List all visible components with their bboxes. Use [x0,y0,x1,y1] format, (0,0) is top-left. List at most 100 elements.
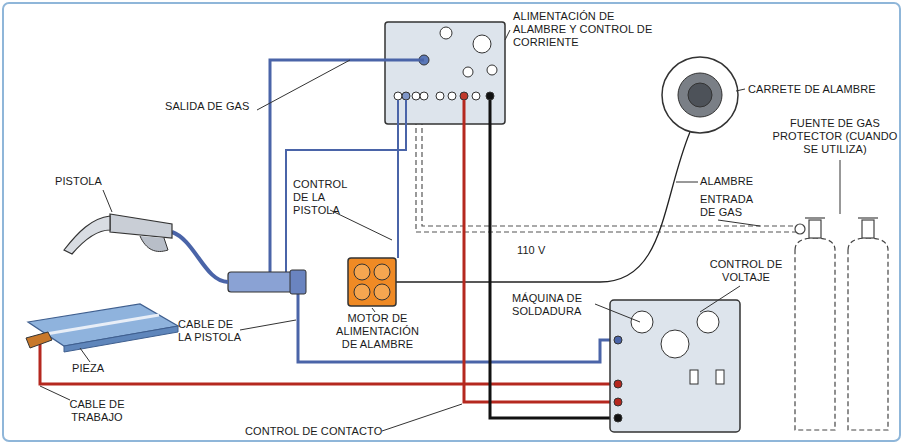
gun-hoses [270,60,614,362]
leader-lines [40,386,70,400]
wire-feeder-unit [486,92,494,100]
gun-hoses [286,100,406,272]
wire-feeder-unit [460,92,468,100]
wire-feeder-unit [394,92,402,100]
cylinder-valves [862,220,874,238]
welding-machine [614,414,622,422]
workpiece [26,332,52,348]
part-label: CARRETE DE ALAMBRE [748,83,888,96]
leader-lines [372,308,375,312]
wire-feeder-unit [385,22,505,124]
welding-machine [610,300,740,432]
workpiece [26,304,178,352]
power-cables [40,344,614,384]
welding-machine [697,311,719,333]
workpiece [46,315,159,334]
wire-feeder-unit [420,92,428,100]
welding-machine [610,300,740,432]
gun-connector [228,270,306,294]
welding-gun [172,232,228,282]
wire-feeder-unit [440,27,452,39]
part-label: ALAMBRE [700,175,760,188]
leader-lines [40,30,840,431]
wire-spool [662,57,738,133]
welding-gun [64,216,110,254]
part-label: 110 V [517,244,567,257]
leader-lines [840,160,841,214]
gun-hoses [397,100,399,258]
leader-lines [595,304,640,322]
gun-hoses [298,292,614,362]
power-cables [464,100,614,402]
part-label: SALIDA DE GAS [165,100,257,113]
part-label: PIEZA [72,362,122,375]
cylinder-valves [858,217,878,218]
workpiece [64,326,178,352]
welding-machine [631,311,653,333]
leader-lines [103,190,112,212]
wire-feed-motor [354,264,370,280]
wire-feeder-unit [448,92,456,100]
gun-hoses [270,60,424,272]
welding-gun [140,236,168,251]
welding-machine [716,370,724,384]
leader-lines [240,320,296,330]
part-label: CONTROL DE LA PISTOLA [293,178,359,217]
welding-gun [110,214,172,238]
gas-cylinders [795,238,888,430]
part-label: MÁQUINA DE SOLDADURA [512,292,596,318]
welding-machine [614,336,622,344]
gas-cylinders [848,238,888,430]
cylinder-valves [805,217,825,218]
cylinder-valves [795,218,878,238]
leader-lines [382,404,462,431]
welding-machine [690,370,698,384]
gas-cylinders [795,238,835,430]
wire-feed-motor [374,284,390,300]
welding-machine [614,380,622,388]
part-label: MOTOR DE ALIMENTACIÓN DE ALAMBRE [330,312,425,351]
wire-spool [662,57,738,133]
part-label: ENTRADA DE GAS [700,193,760,219]
wire-feed-motor [348,258,396,306]
welding-machine [614,398,622,406]
leader-lines [700,286,740,312]
cylinder-valves [809,220,821,238]
wire-feed-motor [354,284,370,300]
leader-lines [736,89,745,91]
wire-feeder-unit [472,92,480,100]
leader-lines [80,348,90,362]
leader-lines [676,182,698,183]
welding-machine [661,330,689,358]
part-label: ALIMENTACIÓN DE ALAMBRE Y CONTROL DE COR… [513,10,663,49]
wire-feeder-unit [436,92,444,100]
leader-lines [505,30,510,40]
leader-lines [718,220,760,226]
wire-feeder-unit [463,67,473,77]
part-label: CONTROL DE VOLTAJE [703,258,789,284]
power-cables [40,100,614,402]
wire-feeder-unit [385,22,505,124]
wire-feeder-unit [473,35,491,53]
part-label: CABLE DE LA PISTOLA [178,318,244,344]
wire-feeder-unit [412,92,420,100]
welding-gun [64,214,228,282]
leader-lines [257,60,350,110]
gun-connector [290,270,306,294]
part-label: CONTROL DE CONTACTO [245,425,405,438]
wire-spool [688,83,712,107]
part-label: CABLE DE TRABAJO [62,398,132,424]
wire-feeder-unit [402,92,410,100]
wire-feeder-unit [487,65,497,75]
part-label: PISTOLA [55,175,125,188]
cylinder-valves [795,224,805,234]
frame [3,3,900,441]
wire [395,132,690,282]
part-label: FUENTE DE GAS PROTECTOR (CUANDO SE UTILI… [772,117,898,156]
wire-feed-motor [348,258,396,306]
wire-feed-motor [374,264,390,280]
contact-cable [490,100,614,418]
